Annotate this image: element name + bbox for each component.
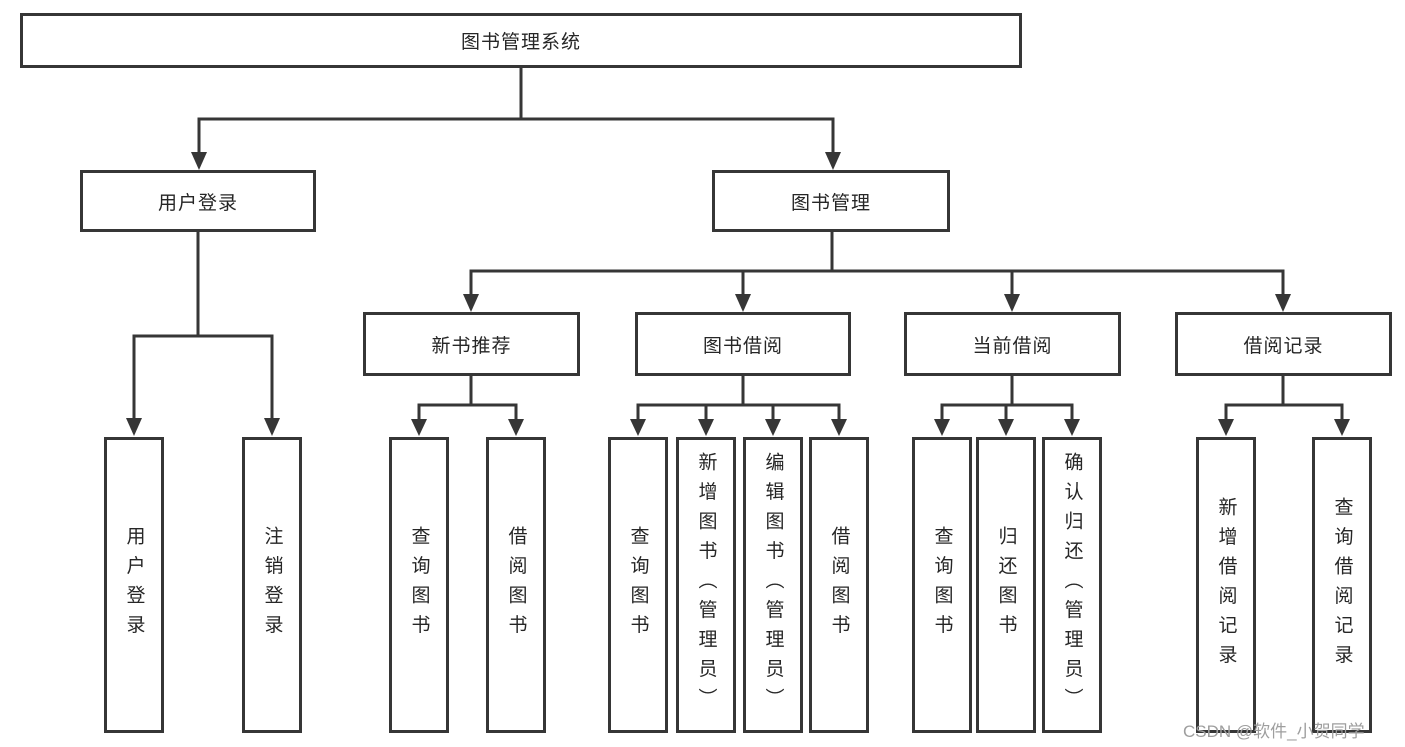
arrowheads-root-to-level2 xyxy=(191,152,841,170)
arrow-down-icon xyxy=(1004,294,1020,312)
connector-borrow-to-leaves xyxy=(636,376,841,421)
arrow-down-icon xyxy=(698,419,714,436)
arrowheads-borrow-to-leaves xyxy=(630,419,847,436)
arrow-down-icon xyxy=(1334,419,1350,436)
arrow-down-icon xyxy=(934,419,950,436)
connector-login-to-leaves xyxy=(132,232,274,420)
arrowheads-login-to-leaves xyxy=(126,418,280,436)
node-leaf-record-query-record: 查询借阅记录 xyxy=(1312,437,1372,733)
arrow-down-icon xyxy=(1275,294,1291,312)
arrow-down-icon xyxy=(191,152,207,170)
node-book-borrowing: 图书借阅 xyxy=(635,312,851,376)
node-root-system: 图书管理系统 xyxy=(20,13,1022,68)
arrow-down-icon xyxy=(998,419,1014,436)
node-current-borrowing: 当前借阅 xyxy=(904,312,1121,376)
node-leaf-current-return-books: 归还图书 xyxy=(976,437,1036,733)
connector-recommend-to-leaves xyxy=(417,376,518,421)
arrow-down-icon xyxy=(1218,419,1234,436)
node-leaf-current-query-books: 查询图书 xyxy=(912,437,972,733)
node-leaf-borrow-add-books-admin: 新增图书（管理员） xyxy=(676,437,736,733)
arrow-down-icon xyxy=(831,419,847,436)
node-user-login-module: 用户登录 xyxy=(80,170,316,232)
node-leaf-borrow-borrow-books: 借阅图书 xyxy=(809,437,869,733)
node-leaf-logout: 注销登录 xyxy=(242,437,302,733)
node-new-book-recommend: 新书推荐 xyxy=(363,312,580,376)
arrow-down-icon xyxy=(735,294,751,312)
node-borrowing-records: 借阅记录 xyxy=(1175,312,1392,376)
arrowheads-recommend-to-leaves xyxy=(411,419,524,436)
node-leaf-borrow-edit-books-admin: 编辑图书（管理员） xyxy=(743,437,803,733)
connector-root-to-level2 xyxy=(197,68,835,154)
arrow-down-icon xyxy=(630,419,646,436)
arrowheads-current-to-leaves xyxy=(934,419,1080,436)
arrowheads-record-to-leaves xyxy=(1218,419,1350,436)
arrow-down-icon xyxy=(508,419,524,436)
node-leaf-recommend-borrow-books: 借阅图书 xyxy=(486,437,546,733)
arrowheads-mgmt-to-level3 xyxy=(463,294,1291,312)
arrow-down-icon xyxy=(1064,419,1080,436)
node-leaf-user-login: 用户登录 xyxy=(104,437,164,733)
arrow-down-icon xyxy=(411,419,427,436)
node-leaf-borrow-query-books: 查询图书 xyxy=(608,437,668,733)
node-book-management-module: 图书管理 xyxy=(712,170,950,232)
node-leaf-record-add-record: 新增借阅记录 xyxy=(1196,437,1256,733)
csdn-watermark: CSDN @软件_小贺同学 xyxy=(1183,722,1365,741)
arrow-down-icon xyxy=(825,152,841,170)
connector-record-to-leaves xyxy=(1224,376,1344,421)
connector-mgmt-to-level3 xyxy=(469,232,1285,296)
arrow-down-icon xyxy=(765,419,781,436)
arrow-down-icon xyxy=(463,294,479,312)
connector-current-to-leaves xyxy=(940,376,1074,421)
node-leaf-current-confirm-return-admin: 确认归还（管理员） xyxy=(1042,437,1102,733)
arrow-down-icon xyxy=(264,418,280,436)
arrow-down-icon xyxy=(126,418,142,436)
node-leaf-recommend-query-books: 查询图书 xyxy=(389,437,449,733)
